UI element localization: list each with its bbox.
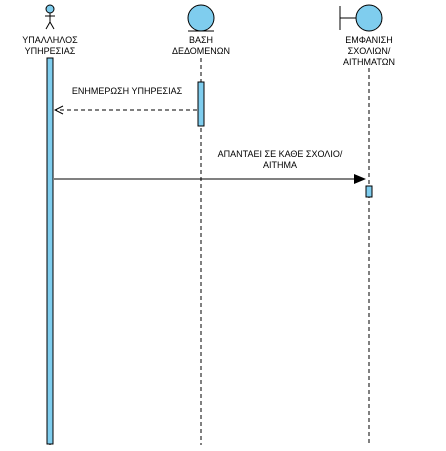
- lifeline-label-line: ΒΑΣΗ: [188, 35, 214, 45]
- activation-bar-actor: [46, 57, 54, 445]
- lifeline-label-boundary: ΕΜΦΑΝΙΣΗ ΣΧΟΛΙΩΝ/ ΑΙΤΗΜΑΤΩΝ: [329, 35, 409, 68]
- activation-bar-boundary: [365, 185, 373, 198]
- lifeline-label-line: ΕΜΦΑΝΙΣΗ: [345, 35, 393, 45]
- message-label-line: ΑΙΤΗΜΑ: [262, 160, 297, 170]
- actor-icon: [45, 4, 55, 30]
- lifeline-label-line: ΑΙΤΗΜΑΤΩΝ: [343, 57, 395, 67]
- lifeline-label-line: ΥΠΑΛΛΗΛΟΣ: [22, 35, 78, 45]
- entity-icon: [187, 4, 215, 32]
- message-label-reply: ΑΠΑΝΤΑΕΙ ΣΕ ΚΑΘΕ ΣΧΟΛΙΟ/ ΑΙΤΗΜΑ: [200, 149, 360, 171]
- lifeline-label-line: ΥΠΗΡΕΣΙΑΣ: [24, 46, 76, 56]
- lifeline-label-actor: ΥΠΑΛΛΗΛΟΣ ΥΠΗΡΕΣΙΑΣ: [10, 35, 90, 57]
- activation-bar-database: [197, 81, 205, 127]
- message-label-update: ΕΝΗΜΕΡΩΣΗ ΥΠΗΡΕΣΙΑΣ: [58, 86, 196, 97]
- message-label-line: ΑΠΑΝΤΑΕΙ ΣΕ ΚΑΘΕ ΣΧΟΛΙΟ/: [217, 149, 343, 159]
- lifeline-label-line: ΔΕΔΟΜΕΝΩΝ: [171, 46, 231, 56]
- boundary-icon: [339, 4, 383, 32]
- message-label-line: ΕΝΗΜΕΡΩΣΗ ΥΠΗΡΕΣΙΑΣ: [71, 86, 183, 96]
- lifeline-label-database: ΒΑΣΗ ΔΕΔΟΜΕΝΩΝ: [161, 35, 241, 57]
- lifeline-label-line: ΣΧΟΛΙΩΝ/: [347, 46, 391, 56]
